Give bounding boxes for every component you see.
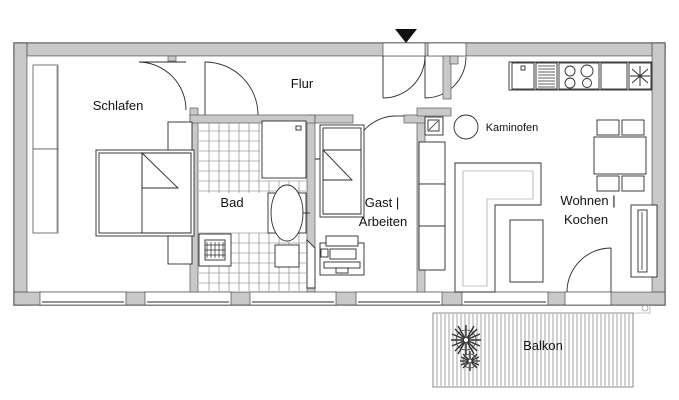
window-schlafen [39, 291, 127, 306]
entry-arrow-marker [395, 29, 417, 43]
window-wohnen [461, 291, 549, 306]
wood-stove [453, 114, 479, 140]
balcony-decking [436, 314, 630, 386]
wohnen-room [424, 114, 658, 293]
dining-table [593, 119, 647, 192]
label-bad: Bad [220, 195, 243, 210]
radiator [630, 204, 658, 278]
window-gast [355, 291, 443, 306]
counter [600, 62, 628, 90]
double-bed [95, 149, 195, 237]
label-balkon: Balkon [523, 338, 563, 353]
chimney-flue [424, 116, 444, 136]
kitchen-sink [628, 62, 652, 90]
entry-door[interactable] [382, 42, 467, 99]
cooktop-4-burner [558, 62, 600, 90]
potted-plant [460, 351, 480, 371]
gast-room [319, 124, 446, 276]
bathroom-door[interactable] [204, 61, 259, 116]
label-kochen: Kochen [564, 212, 608, 227]
label-flur: Flur [291, 76, 314, 91]
window-bad [249, 291, 337, 306]
bathtub [267, 184, 310, 242]
potted-plant [451, 325, 481, 355]
nightstand [167, 121, 193, 151]
label-gast: Gast | [365, 195, 399, 210]
coffee-table [509, 219, 544, 283]
wardrobe [32, 64, 59, 234]
shower [261, 120, 307, 179]
label-arbeiten: Arbeiten [359, 214, 407, 229]
monitor [320, 248, 357, 260]
keyboard [323, 261, 361, 274]
label-schlafen: Schlafen [93, 98, 144, 113]
balcony-door[interactable] [564, 247, 612, 306]
nightstand [167, 235, 193, 265]
label-wohnen: Wohnen | [560, 193, 615, 208]
tall-shelf [418, 141, 446, 271]
single-bed [319, 124, 365, 218]
kitchen-run [508, 61, 653, 91]
toilet [274, 244, 300, 268]
dining-chairs [596, 119, 620, 136]
label-kaminofen: Kaminofen [486, 122, 539, 134]
sectional-sofa [454, 162, 542, 293]
desk [319, 235, 365, 276]
dishwasher [535, 62, 558, 90]
balkon [432, 304, 651, 388]
washing-machine [198, 233, 232, 267]
window-group-bottom [39, 291, 549, 306]
room-labels: Schlafen Flur Bad Gast | Arbeiten Wohnen… [93, 76, 616, 353]
refrigerator [511, 62, 535, 90]
window-schlafen-2 [144, 291, 232, 306]
bad-room [198, 120, 316, 291]
schlafen-room [32, 64, 195, 265]
bedroom-door[interactable] [138, 61, 187, 111]
